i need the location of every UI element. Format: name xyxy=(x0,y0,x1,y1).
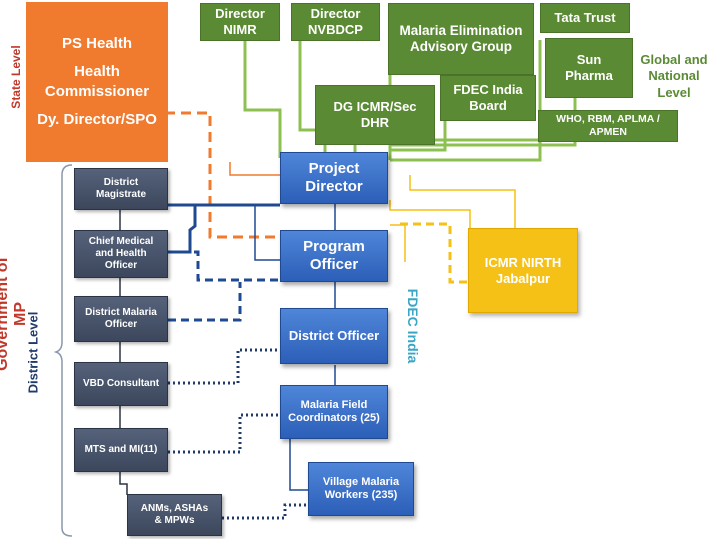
connector-dist-5 xyxy=(119,472,128,495)
connector-pd-icmr xyxy=(389,200,471,228)
director-nimr-box: Director NIMR xyxy=(200,3,280,41)
connector-anm-vmw xyxy=(222,503,308,520)
sun-pharma-box: Sun Pharma xyxy=(545,38,633,98)
connector-yellow-dashed xyxy=(400,222,468,284)
connector-tata xyxy=(390,40,542,162)
district-officer-box: District Officer xyxy=(280,308,388,364)
malaria-elimination-box: Malaria Elimination Advisory Group xyxy=(388,3,534,75)
connector-state-pd xyxy=(229,162,280,176)
vbd-consultant-box: VBD Consultant xyxy=(74,362,168,406)
connector-dmo-po xyxy=(168,282,242,322)
district-bracket xyxy=(53,164,73,537)
fdec-board-box: FDEC India Board xyxy=(440,75,536,121)
district-level-label: District Level xyxy=(25,311,41,394)
connector-po-icmr xyxy=(390,224,406,262)
commissioner-label: Commissioner xyxy=(44,83,150,100)
district-malaria-officer-box: District Malaria Officer xyxy=(74,296,168,342)
connector-pd-po-side xyxy=(254,205,280,261)
cmho-box: Chief Medical and Health Officer xyxy=(74,230,168,278)
connector-nimr xyxy=(243,40,282,158)
state-health-box: PS Health Health Commissioner Dy. Direct… xyxy=(26,2,168,162)
who-rbm-box: WHO, RBM, APLMA / APMEN xyxy=(538,110,678,142)
health-label: Health xyxy=(74,63,120,80)
fdec-india-label: FDEC India xyxy=(405,288,421,364)
connector-fdec-board xyxy=(390,120,447,152)
mts-box: MTS and MI(11) xyxy=(74,428,168,472)
connector-mag-cmho xyxy=(168,205,197,254)
state-level-label: State Level xyxy=(9,45,23,109)
dg-icmr-box: DG ICMR/Sec DHR xyxy=(315,85,435,145)
project-director-box: Project Director xyxy=(280,152,388,204)
district-magistrate-box: District Magistrate xyxy=(74,168,168,210)
connector-mts-mfc xyxy=(168,413,280,454)
dy-director-label: Dy. Director/SPO xyxy=(37,111,157,128)
connector-pd-icmr-2 xyxy=(409,175,516,228)
connector-cmho-po xyxy=(168,250,280,282)
field-coordinators-box: Malaria Field Coordinators (25) xyxy=(280,385,388,439)
anm-box: ANMs, ASHAs & MPWs xyxy=(127,494,222,536)
connector-mfc-vmw xyxy=(289,438,310,491)
ps-health-label: PS Health xyxy=(61,35,133,52)
icmr-nirth-box: ICMR NIRTH Jabalpur xyxy=(468,228,578,313)
global-national-label: Global and National Level xyxy=(640,52,708,100)
program-officer-box: Program Officer xyxy=(280,230,388,282)
connector-vbd-do xyxy=(168,348,280,385)
village-workers-box: Village Malaria Workers (235) xyxy=(308,462,414,516)
connector-state-po xyxy=(165,111,280,239)
tata-trust-box: Tata Trust xyxy=(540,3,630,33)
director-nvbdcp-box: Director NVBDCP xyxy=(291,3,380,41)
